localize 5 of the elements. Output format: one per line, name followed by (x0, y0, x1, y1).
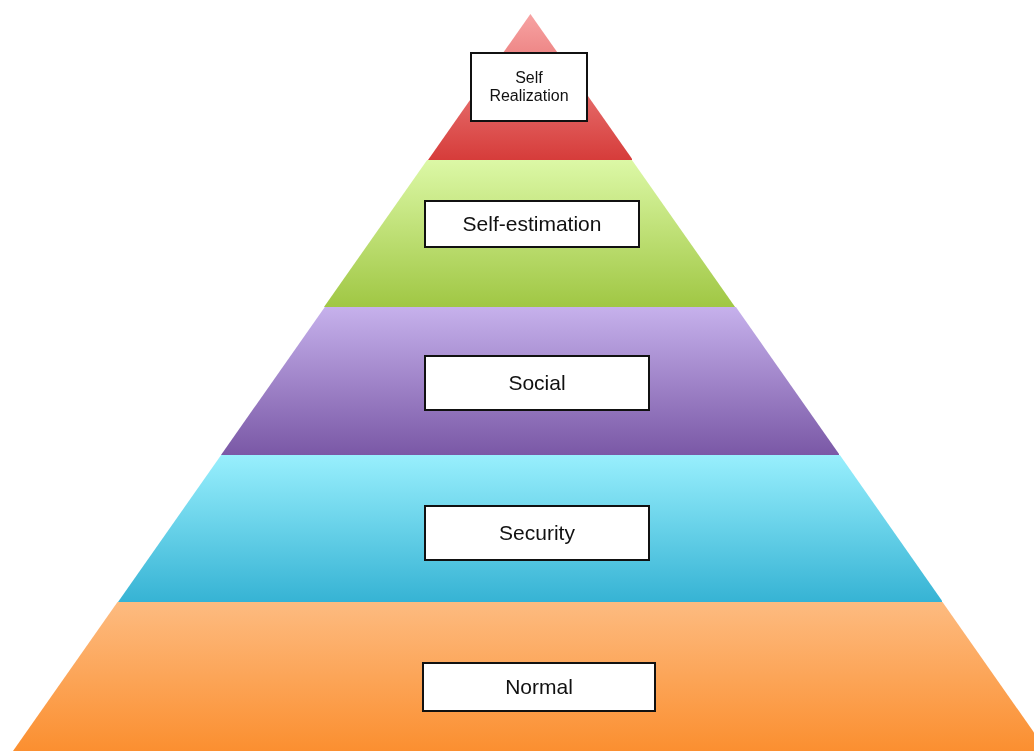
level-label: Social (424, 355, 650, 411)
level-label: Normal (422, 661, 656, 712)
level-label: Self Realization (470, 52, 588, 122)
level-label: Security (424, 504, 650, 561)
level-label: Self-estimation (424, 199, 640, 248)
